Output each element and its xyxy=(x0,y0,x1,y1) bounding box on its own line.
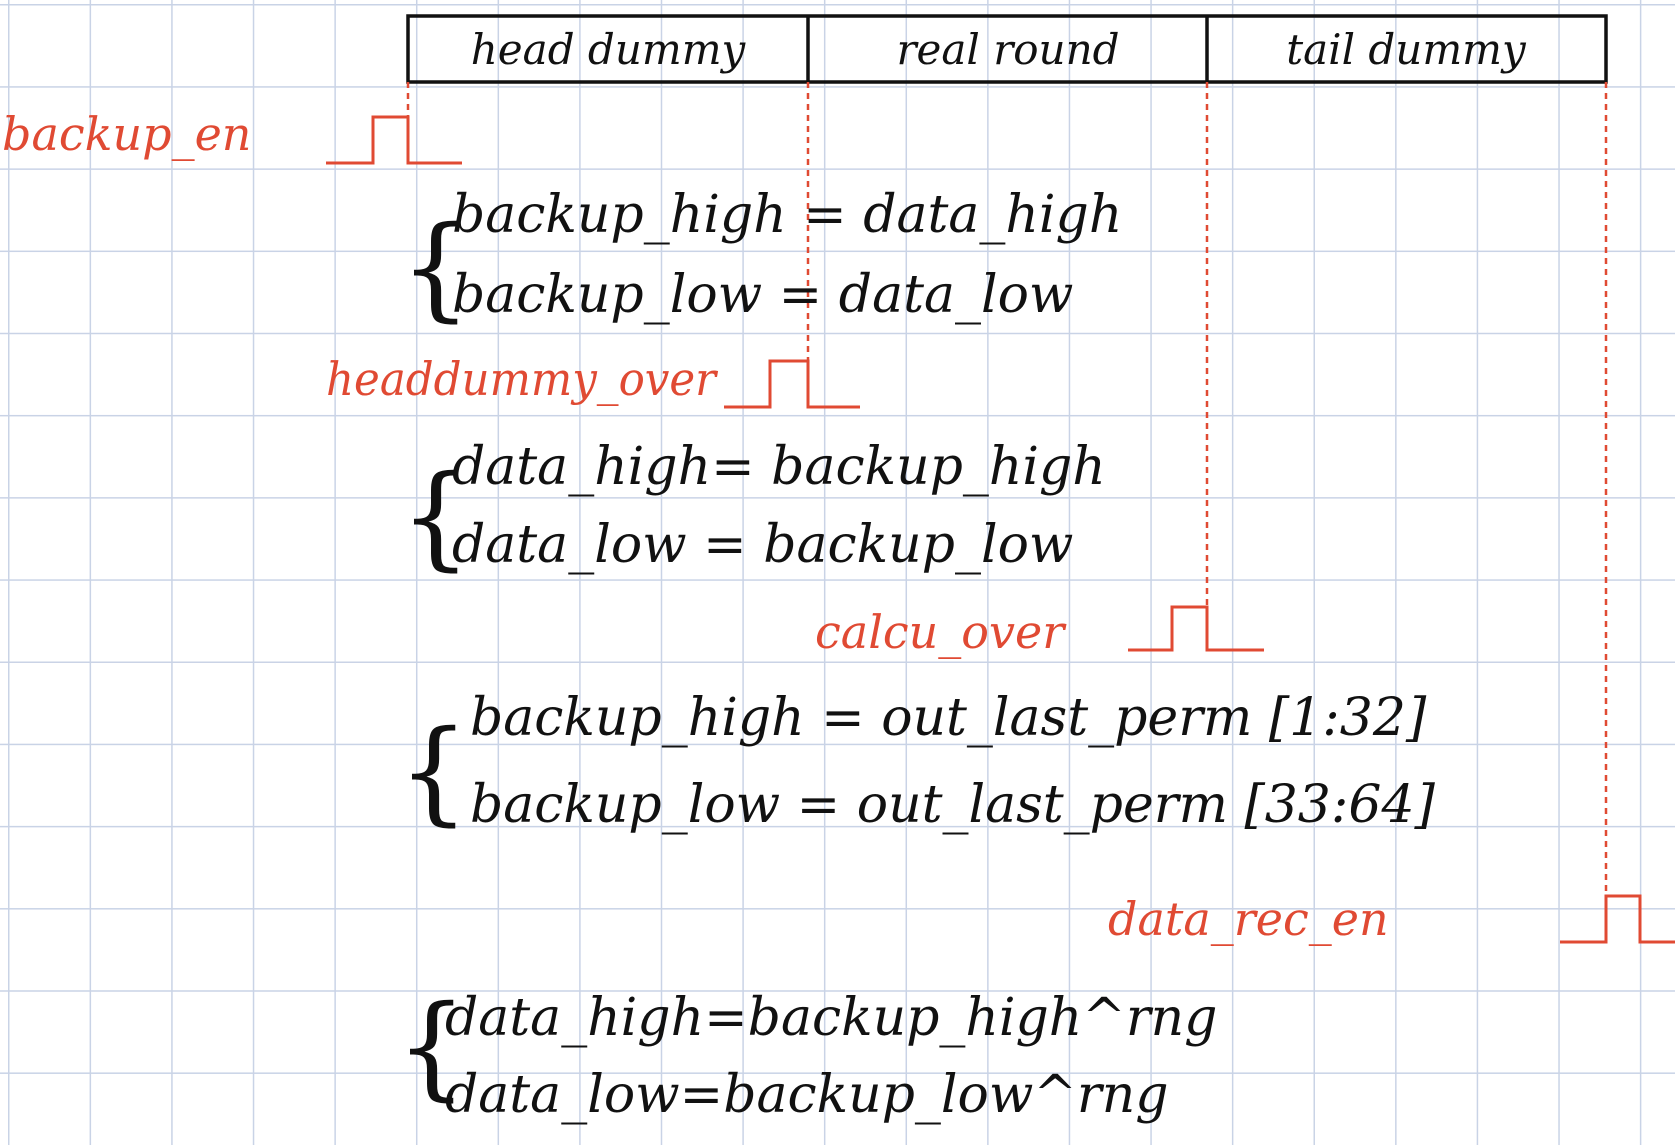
brace-group-2: { xyxy=(400,452,471,582)
signal-label-calcu-over: calcu_over xyxy=(815,605,1067,659)
assignment-2b: data_low = backup_low xyxy=(452,515,1073,575)
pulse-backup-en xyxy=(326,115,462,165)
signal-calcu-over: calcu_over xyxy=(815,605,1264,659)
assignment-4b: data_low=backup_low^rng xyxy=(445,1065,1169,1125)
signal-headdummy-over: headdummy_over xyxy=(326,352,860,409)
header-tail-dummy: tail dummy xyxy=(1286,25,1527,74)
assignment-2a: data_high= backup_high xyxy=(452,437,1106,497)
round-header: head dummy real round tail dummy xyxy=(406,14,1608,84)
assignment-1b: backup_low = data_low xyxy=(452,265,1073,325)
assignment-4a: data_high=backup_high^rng xyxy=(445,988,1217,1048)
assignment-group-1: { backup_high = data_high backup_low = d… xyxy=(400,185,1122,333)
pulse-calcu-over xyxy=(1128,605,1264,652)
signal-data-rec-en: data_rec_en xyxy=(1108,892,1675,946)
signal-backup-en: backup_en xyxy=(2,107,462,165)
signal-label-data-rec-en: data_rec_en xyxy=(1108,892,1389,946)
assignment-group-2: { data_high= backup_high data_low = back… xyxy=(400,437,1106,582)
pulse-data-rec-en xyxy=(1560,894,1675,944)
brace-group-3: { xyxy=(398,707,469,837)
brace-group-4: { xyxy=(396,982,467,1112)
signal-label-backup-en: backup_en xyxy=(2,107,251,161)
assignment-3a: backup_high = out_last_perm [1:32] xyxy=(470,688,1427,748)
assignment-group-4: { data_high=backup_high^rng data_low=bac… xyxy=(396,982,1217,1125)
assignment-3b: backup_low = out_last_perm [33:64] xyxy=(470,775,1436,835)
header-head-dummy: head dummy xyxy=(471,25,747,74)
pulse-headdummy-over xyxy=(724,359,860,409)
assignment-group-3: { backup_high = out_last_perm [1:32] bac… xyxy=(398,688,1436,837)
header-frame xyxy=(406,14,1608,84)
signal-label-headdummy-over: headdummy_over xyxy=(326,352,719,406)
brace-group-1: { xyxy=(400,203,471,333)
header-real-round: real round xyxy=(896,25,1119,74)
assignment-1a: backup_high = data_high xyxy=(452,185,1122,245)
